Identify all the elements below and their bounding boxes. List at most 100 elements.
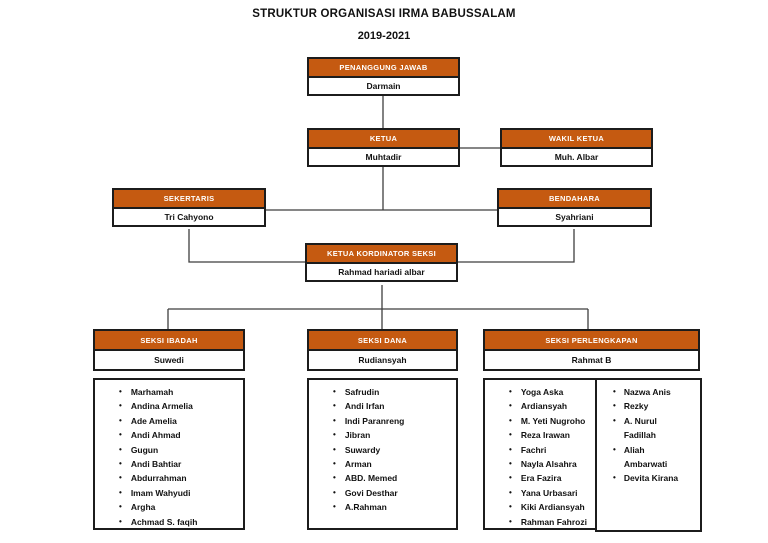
- node-person: Syahriani: [499, 209, 650, 225]
- node-title: PENANGGUNG JAWAB: [309, 59, 458, 78]
- member-name: A.Rahman: [344, 502, 387, 513]
- bullet-icon: •: [509, 459, 512, 469]
- node-person: Rahmad hariadi albar: [307, 264, 456, 280]
- member-item: •Nayla Alsahra: [485, 457, 593, 471]
- member-item: • Andi Bahtiar: [95, 457, 241, 471]
- bullet-icon: •: [613, 387, 616, 396]
- node-title: KETUA KORDINATOR SEKSI: [307, 245, 456, 264]
- bullet-icon: •: [509, 444, 512, 454]
- bullet-icon: •: [119, 444, 122, 454]
- bullet-icon: •: [509, 516, 512, 526]
- member-name: Andina Armelia: [130, 401, 193, 412]
- member-item: •Abdurrahman: [95, 471, 241, 485]
- node-title: WAKIL KETUA: [502, 130, 651, 149]
- member-name: Andi Irfan: [344, 401, 385, 412]
- node-person: Darmain: [309, 78, 458, 94]
- member-item: •Devita Kirana: [597, 471, 698, 485]
- bullet-icon: •: [509, 502, 512, 512]
- member-item: •Rezky: [597, 399, 698, 413]
- bullet-icon: •: [333, 459, 336, 469]
- member-name: Nazwa Anis: [623, 387, 671, 397]
- member-item: •Govi Desthar: [309, 486, 454, 500]
- member-item: •Fachri: [485, 443, 593, 457]
- member-item: • Nazwa Anis: [597, 385, 698, 399]
- member-name: M. Yeti Nugroho: [520, 415, 586, 426]
- node-title: BENDAHARA: [499, 190, 650, 209]
- member-name: Suwardy: [344, 444, 381, 455]
- connector: [188, 229, 305, 263]
- bullet-icon: •: [613, 415, 616, 425]
- member-name: Andi Bahtiar: [130, 459, 182, 470]
- node-title: SEKSI IBADAH: [95, 331, 243, 351]
- bullet-icon: •: [333, 387, 336, 396]
- bullet-icon: •: [333, 502, 336, 512]
- member-item: •Jibran: [309, 428, 454, 442]
- bullet-icon: •: [509, 430, 512, 440]
- member-item: • Gugun: [95, 443, 241, 457]
- member-item: •Era Fazira: [485, 471, 593, 485]
- seksi-perlengkapan-member-list-col2: •Nazwa Anis•Rezky•A. Nurul Fadillah•Alia…: [595, 378, 702, 532]
- node-title: SEKSI DANA: [309, 331, 456, 351]
- seksi-perlengkapan-member-list-col1: •Yoga Aska • Ardiansyah • M. Yeti Nugroho • Re…: [483, 378, 597, 530]
- bullet-icon: •: [333, 487, 336, 497]
- seksi-ibadah-member-list: •Marhamah•Andina Armelia•Ade Amelia•Andi…: [93, 378, 245, 530]
- node-person: Rudiansyah: [309, 351, 456, 369]
- member-item: • Marhamah: [95, 385, 241, 399]
- node-person: Rahmat B: [485, 351, 698, 369]
- member-name: Abdurrahman: [130, 473, 187, 484]
- member-item: •Ade Amelia: [95, 414, 241, 428]
- member-item: •Andi Ahmad: [95, 428, 241, 442]
- bullet-icon: •: [119, 387, 122, 396]
- bullet-icon: •: [119, 415, 122, 425]
- member-item: •Rahman Fahrozi: [485, 515, 593, 529]
- member-item: •Achmad S. faqih: [95, 515, 241, 529]
- bullet-icon: •: [333, 444, 336, 454]
- node-seksi-perlengkapan: SEKSI PERLENGKAPAN Rahmat B: [483, 329, 700, 371]
- node-seksi-ibadah: SEKSI IBADAH Suwedi: [93, 329, 245, 371]
- member-item: • Aliah Ambarwati: [597, 443, 698, 472]
- bullet-icon: •: [509, 487, 512, 497]
- node-person: Tri Cahyono: [114, 209, 264, 225]
- member-name: Arman: [344, 459, 372, 470]
- member-item: • Andina Armelia: [95, 399, 241, 413]
- member-name: Andi Ahmad: [130, 430, 181, 441]
- member-name: Indi Paranreng: [344, 415, 405, 426]
- page-subtitle: 2019-2021: [357, 30, 411, 42]
- member-item: •Argha: [95, 500, 241, 514]
- member-item: •ABD. Memed: [309, 471, 454, 485]
- node-title: SEKERTARIS: [114, 190, 264, 209]
- member-item: •Safrudin: [309, 385, 454, 399]
- bullet-icon: •: [119, 487, 122, 497]
- node-penanggung-jawab: PENANGGUNG JAWAB Darmain: [307, 57, 460, 96]
- bullet-icon: •: [333, 401, 336, 411]
- member-item: • Reza Irawan: [485, 428, 593, 442]
- bullet-icon: •: [509, 415, 512, 425]
- member-name: Marhamah: [130, 387, 174, 397]
- bullet-icon: •: [119, 401, 122, 411]
- bullet-icon: •: [333, 415, 336, 425]
- node-ketua: KETUA Muhtadir: [307, 128, 460, 167]
- member-item: •Yoga Aska: [485, 385, 593, 399]
- seksi-dana-member-list: •Safrudin•Andi Irfan•Indi Paranreng•Jibr…: [307, 378, 458, 530]
- node-ketua-kordinator-seksi: KETUA KORDINATOR SEKSI Rahmad hariadi al…: [305, 243, 458, 282]
- page-title: STRUKTUR ORGANISASI IRMA BABUSSALAM: [252, 8, 516, 20]
- member-item: • Arman: [309, 457, 454, 471]
- member-name: Gugun: [130, 444, 159, 455]
- member-name: Ardiansyah: [520, 401, 568, 412]
- member-item: •Kiki Ardiansyah: [485, 500, 593, 514]
- member-name: Reza Irawan: [520, 430, 570, 441]
- node-person: Suwedi: [95, 351, 243, 369]
- member-item: •A. Nurul Fadillah: [597, 414, 698, 443]
- bullet-icon: •: [119, 459, 122, 469]
- member-item: • Suwardy: [309, 443, 454, 457]
- member-name: Aliah Ambarwati: [623, 444, 668, 470]
- member-name: Yana Urbasari: [520, 487, 578, 498]
- member-name: Rezky: [623, 401, 649, 412]
- member-item: • Yana Urbasari: [485, 486, 593, 500]
- member-name: Argha: [130, 502, 156, 513]
- node-wakil-ketua: WAKIL KETUA Muh. Albar: [500, 128, 653, 167]
- bullet-icon: •: [613, 444, 616, 454]
- bullet-icon: •: [333, 430, 336, 440]
- node-sekertaris: SEKERTARIS Tri Cahyono: [112, 188, 266, 227]
